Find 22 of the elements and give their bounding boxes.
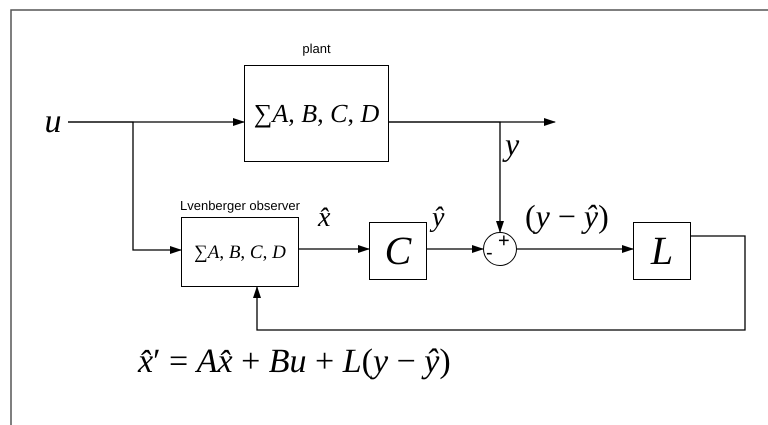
summing-junction xyxy=(483,232,517,266)
block-box xyxy=(633,222,691,280)
sign-label: - xyxy=(486,243,493,263)
arrow xyxy=(427,245,484,253)
edge-label: (y − ŷ) xyxy=(525,200,609,232)
block-title: plant xyxy=(302,41,331,56)
arrow xyxy=(517,245,634,253)
block-box xyxy=(369,222,427,280)
block-label: L xyxy=(650,231,674,271)
equation: x̂′ = Ax̂ + Bu + L(y − ŷ) xyxy=(138,345,451,379)
arrow xyxy=(68,121,182,254)
edge-label: ŷ xyxy=(432,204,444,232)
sign-label: + xyxy=(498,231,510,251)
block-title: Lvenberger observer xyxy=(180,198,300,213)
block-label: ∑A, B, C, D xyxy=(194,242,286,262)
arrow xyxy=(299,245,370,253)
arrow xyxy=(389,121,504,233)
block-label: C xyxy=(384,231,412,271)
arrow xyxy=(253,235,746,331)
input-symbol: u xyxy=(44,105,62,139)
edge-label: x̂ xyxy=(318,204,330,232)
block-label: ∑A, B, C, D xyxy=(254,100,380,126)
